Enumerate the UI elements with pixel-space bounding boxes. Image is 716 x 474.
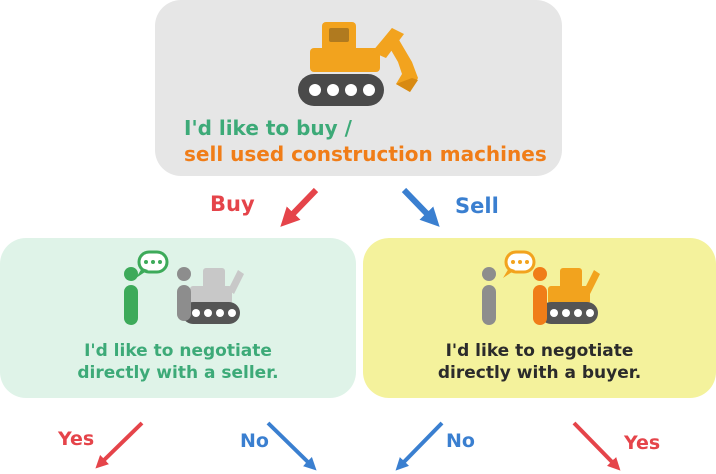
excavator-icon (182, 268, 244, 324)
sell-label: Sell (455, 194, 499, 218)
yes-right-arrow (572, 421, 621, 471)
person-icon (482, 267, 496, 325)
person-icon (124, 267, 138, 325)
yes-left-arrow (95, 421, 144, 469)
no-left-label: No (240, 430, 269, 452)
person-icon (533, 267, 547, 325)
buyer-box (0, 238, 356, 398)
yes-right-label: Yes (624, 432, 661, 454)
person-icon (177, 267, 191, 321)
no-left-arrow (266, 421, 317, 471)
excavator-icon (298, 22, 418, 106)
buyer-box-line1: I'd like to negotiate (84, 341, 272, 361)
buyer-box-line2: directly with a seller. (77, 363, 279, 383)
yes-left-label: Yes (58, 428, 95, 450)
speech-bubble-icon (503, 250, 536, 278)
seller-box-line2: directly with a buyer. (437, 363, 642, 383)
excavator-icon (540, 268, 600, 324)
top-question-line2: sell used construction machines (184, 142, 547, 166)
buy-label: Buy (210, 192, 255, 216)
top-question-line1: I'd like to buy / (184, 116, 352, 140)
speech-bubble-icon (136, 250, 169, 278)
seller-box-line1: I'd like to negotiate (445, 341, 634, 361)
no-right-label: No (446, 430, 475, 452)
no-right-arrow (395, 421, 444, 471)
sell-arrow (401, 187, 440, 227)
buy-arrow (280, 187, 319, 227)
